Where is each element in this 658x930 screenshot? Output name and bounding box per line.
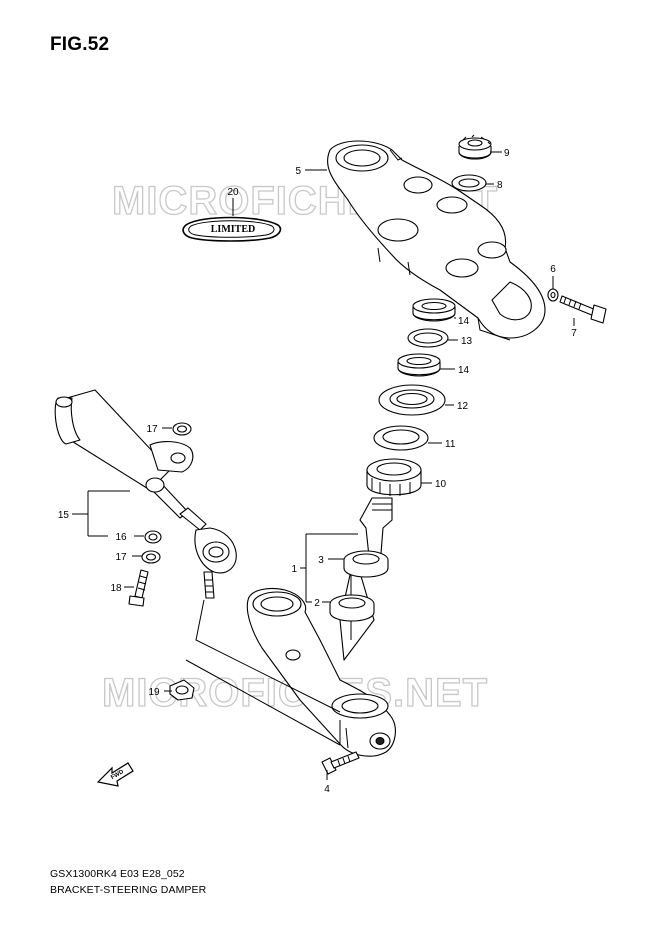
callout-7: 7: [571, 328, 577, 339]
callout-16: 16: [115, 532, 127, 543]
callout-11: 11: [445, 439, 456, 450]
part-washer-8: [451, 174, 487, 192]
part-nut-14-upper: [412, 298, 456, 322]
part-bearing-3: [343, 550, 389, 578]
part-washer-13: [407, 328, 449, 348]
callout-19: 19: [148, 687, 160, 698]
callout-17-lower: 17: [115, 552, 127, 563]
callout-20: 20: [227, 187, 239, 198]
part-nut-9: [458, 134, 492, 160]
part-nut-19: [169, 679, 195, 701]
part-bolt-7: [559, 295, 607, 324]
callout-9: 9: [504, 148, 510, 159]
callout-8: 8: [497, 180, 503, 191]
figure-model-code: GSX1300RK4 E03 E28_052: [50, 868, 185, 880]
part-bearing-2: [329, 594, 375, 622]
callout-6: 6: [550, 264, 556, 275]
callout-17-upper: 17: [146, 424, 158, 435]
callout-2: 2: [314, 598, 320, 609]
callout-1: 1: [291, 564, 297, 575]
part-bolt-18: [128, 569, 149, 607]
part-bearing-10: [366, 458, 422, 496]
part-washer-6: [547, 288, 559, 302]
callout-3: 3: [318, 555, 324, 566]
part-steering-damper-15: [54, 389, 237, 599]
figure-title: FIG.52: [50, 34, 110, 55]
leader-lines: [72, 151, 575, 780]
part-steering-stem: [339, 497, 393, 661]
callout-4: 4: [324, 784, 330, 795]
callout-12: 12: [457, 401, 469, 412]
callout-13: 13: [461, 336, 473, 347]
lower-bracket: [246, 587, 396, 757]
callout-14-upper: 14: [458, 316, 470, 327]
limited-badge: LIMITED: [182, 216, 282, 242]
part-nut-14-lower: [397, 353, 441, 377]
part-washer-17-lower: [141, 550, 161, 564]
part-race-11: [373, 425, 429, 451]
callout-10: 10: [435, 479, 447, 490]
fwd-arrow-icon: FWD: [96, 762, 134, 787]
part-seal-12: [378, 384, 446, 416]
callout-5: 5: [295, 166, 301, 177]
part-bolt-4: [321, 751, 360, 775]
callout-labels: 20 5 9 8 6 7 14 13 14 12 11 10 1 3 2 15 …: [58, 148, 577, 795]
limited-badge-text: LIMITED: [211, 224, 255, 235]
upper-bracket: [327, 140, 546, 341]
callout-15: 15: [58, 510, 70, 521]
part-washer-17-upper: [172, 422, 192, 436]
callout-18: 18: [110, 583, 122, 594]
figure-caption: BRACKET-STEERING DAMPER: [50, 884, 207, 896]
callout-14-lower: 14: [458, 365, 470, 376]
part-washer-16: [144, 530, 162, 544]
